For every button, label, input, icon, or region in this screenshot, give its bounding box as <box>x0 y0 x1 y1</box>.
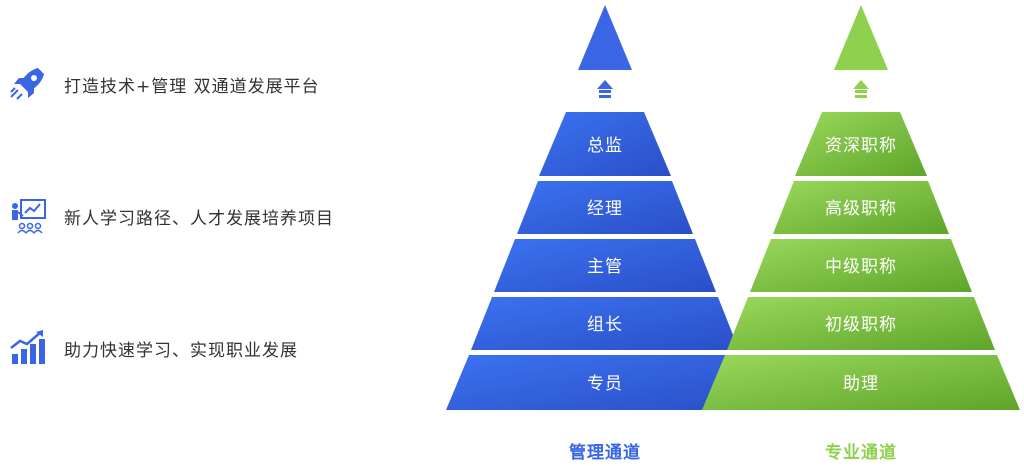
management-level-band <box>517 181 693 234</box>
management-level-band <box>471 297 739 350</box>
management-track-title: 管理通道 <box>569 442 641 463</box>
professional-track-title: 专业通道 <box>825 442 897 463</box>
management-up-arrow-icon <box>597 80 613 98</box>
professional-pyramid <box>702 112 1020 410</box>
management-pyramid <box>446 112 764 410</box>
professional-level-label: 资深职称 <box>825 136 897 156</box>
feature-text: 助力快速学习、实现职业发展 <box>64 340 298 361</box>
management-level-band <box>446 355 764 410</box>
feature-item-learning-path: 新人学习路径、人才发展培养项目 <box>6 194 334 238</box>
professional-level-band <box>702 355 1020 410</box>
management-level-label: 组长 <box>587 315 623 335</box>
professional-level-label: 中级职称 <box>825 257 897 277</box>
management-level-label: 总监 <box>587 136 623 156</box>
professional-level-label: 高级职称 <box>825 199 897 219</box>
training-presentation-icon <box>6 194 50 238</box>
management-level-label: 主管 <box>587 257 623 277</box>
management-top-arrow <box>578 5 632 70</box>
professional-level-band <box>795 112 927 176</box>
professional-up-arrow-icon <box>853 80 869 98</box>
feature-item-dual-track: 打造技术+管理 双通道发展平台 <box>6 62 320 106</box>
professional-level-label: 助理 <box>843 374 879 394</box>
growth-chart-icon <box>6 326 50 370</box>
feature-text: 打造技术+管理 双通道发展平台 <box>64 76 320 97</box>
professional-top-arrow <box>834 5 888 70</box>
management-level-band <box>494 239 716 292</box>
professional-level-band <box>773 181 949 234</box>
management-level-label: 经理 <box>587 199 623 219</box>
rocket-icon <box>6 62 50 106</box>
feature-text: 新人学习路径、人才发展培养项目 <box>64 208 334 229</box>
professional-level-band <box>750 239 972 292</box>
management-level-band <box>539 112 671 176</box>
management-level-label: 专员 <box>587 374 623 394</box>
feature-item-career-growth: 助力快速学习、实现职业发展 <box>6 326 298 370</box>
professional-level-label: 初级职称 <box>825 315 897 335</box>
professional-level-band <box>727 297 995 350</box>
